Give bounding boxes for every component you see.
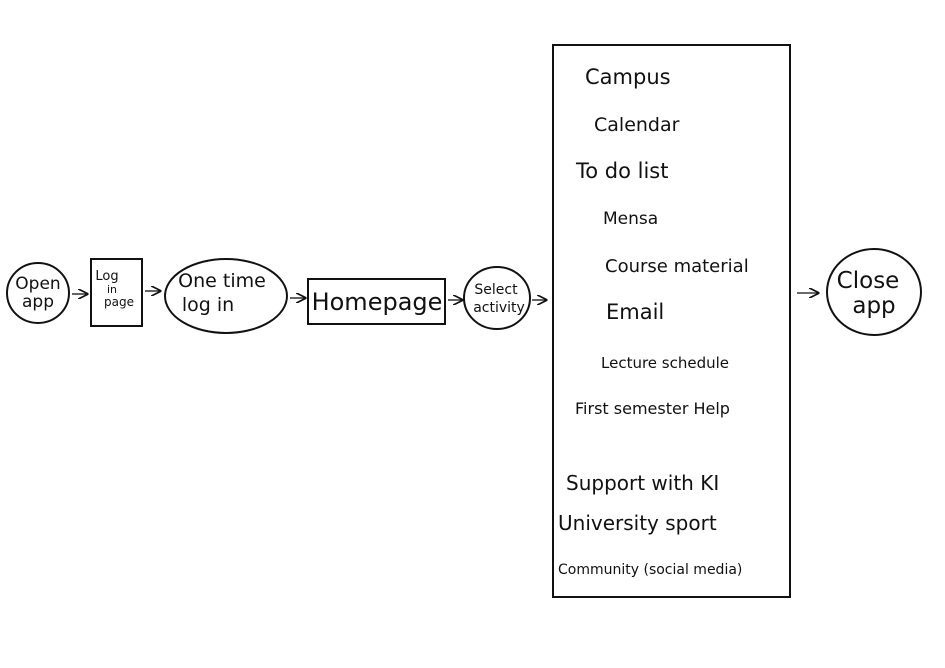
activity-calendar: Calendar — [594, 114, 680, 136]
login-page-line-3: page — [104, 295, 134, 309]
homepage-node: Homepage — [307, 278, 446, 325]
activity-to-do-list: To do list — [575, 159, 668, 183]
open-app-node: Open app — [6, 262, 70, 324]
close-app-line-2: app — [852, 293, 895, 319]
activity-first-semester-help: First semester Help — [575, 399, 730, 418]
select-activity-node: Select activity — [463, 266, 531, 330]
login-page-line-1: Log — [95, 269, 118, 284]
activity-campus: Campus — [585, 65, 671, 89]
select-activity-line-2: activity — [473, 300, 525, 316]
activity-lecture-schedule: Lecture schedule — [601, 354, 729, 372]
one-time-login-line-2: log in — [182, 294, 234, 316]
activity-course-material: Course material — [605, 256, 749, 277]
activities-list: Campus Calendar To do list Mensa Course … — [552, 44, 791, 598]
one-time-login-line-1: One time — [178, 270, 266, 292]
one-time-login-node: One time log in — [164, 258, 288, 334]
login-page-line-2: in — [107, 283, 117, 296]
open-app-line-2: app — [22, 292, 54, 312]
activity-email: Email — [606, 300, 664, 324]
activity-community: Community (social media) — [558, 562, 742, 578]
homepage-label: Homepage — [312, 288, 443, 316]
activity-support-with-ki: Support with KI — [566, 471, 719, 495]
login-page-node: Log in page — [90, 258, 143, 327]
open-app-line-1: Open — [15, 274, 60, 294]
activity-mensa: Mensa — [603, 209, 658, 229]
select-activity-line-1: Select — [474, 282, 518, 298]
activity-university-sport: University sport — [558, 511, 717, 535]
close-app-node: Close app — [826, 248, 922, 336]
close-app-line-1: Close — [837, 268, 900, 294]
